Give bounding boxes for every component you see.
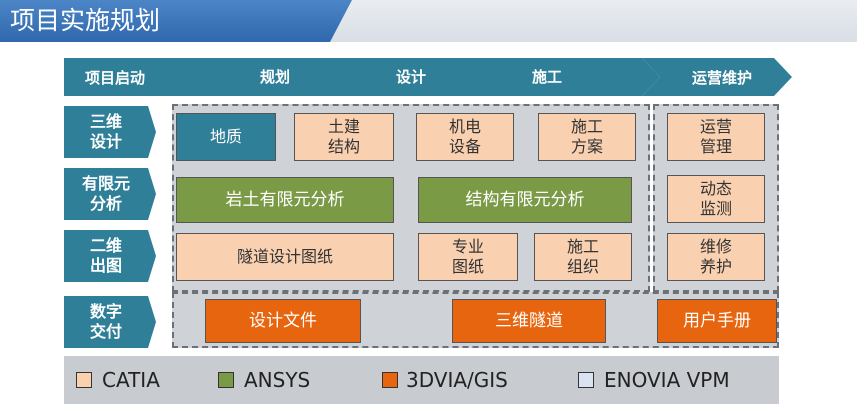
box-label: 方案 (570, 137, 603, 156)
phase-project-start-label: 项目启动 (84, 68, 145, 87)
box-label: 设备 (448, 137, 481, 156)
box-label: 维修 (699, 237, 732, 256)
box-label: 施工 (566, 237, 599, 256)
box-maintenance: 维修养护 (667, 233, 765, 281)
phase-design-label: 设计 (396, 68, 427, 86)
row-label-line: 二维 (89, 236, 122, 255)
box-construction-plan: 施工方案 (538, 113, 636, 161)
box-label: 结构有限元分析 (465, 190, 585, 210)
box-label: 三维隧道 (495, 311, 563, 331)
legend-swatch-catia (76, 372, 92, 388)
box-geotechnical-fea: 岩土有限元分析 (176, 177, 394, 223)
box-construction-organization: 施工组织 (534, 233, 632, 281)
legend-label-catia: CATIA (102, 368, 160, 392)
box-label: 运营 (699, 117, 732, 136)
phase-construction-label: 施工 (532, 68, 563, 86)
phase-plan-label: 规划 (260, 68, 291, 86)
row-label-line: 交付 (89, 322, 122, 341)
box-label: 管理 (699, 137, 732, 156)
box-label: 隧道设计图纸 (236, 247, 333, 266)
box-geology: 地质 (176, 113, 276, 161)
box-structural-fea: 结构有限元分析 (418, 177, 632, 223)
legend (64, 356, 779, 404)
legend-swatch-ansys (218, 372, 234, 388)
box-label: 图纸 (451, 257, 484, 276)
box-mep-equipment: 机电设备 (416, 113, 514, 161)
box-special-drawings: 专业图纸 (418, 233, 518, 281)
box-user-manual: 用户手册 (657, 299, 777, 343)
box-label: 养护 (699, 257, 732, 276)
legend-swatch-3dvia-gis (382, 372, 398, 388)
box-label: 设计文件 (249, 311, 317, 331)
row-label-line: 三维 (89, 112, 122, 131)
box-civil-structure: 土建结构 (294, 113, 394, 161)
box-label: 结构 (327, 137, 360, 156)
box-label: 土建 (327, 117, 360, 136)
row-label-line: 设计 (89, 132, 122, 151)
phase-operation-label: 运营维护 (691, 68, 752, 87)
legend-swatch-enovia-vpm (578, 372, 594, 388)
row-label-fea: 有限元分析 (64, 168, 156, 220)
box-label: 监测 (699, 199, 732, 218)
row-label-line: 数字 (89, 302, 122, 321)
row-label-digital-delivery: 数字交付 (64, 296, 156, 348)
box-label: 专业 (451, 237, 484, 256)
box-label: 组织 (566, 257, 599, 276)
row-label-line: 分析 (89, 194, 122, 213)
box-label: 地质 (209, 127, 242, 146)
box-operation-management: 运营管理 (667, 113, 765, 161)
phase-project-start: 项目启动 (64, 58, 186, 96)
legend-label-enovia-vpm: ENOVIA VPM (604, 368, 730, 392)
row-label-2d-drawings: 二维出图 (64, 230, 156, 282)
box-tunnel-design-drawings: 隧道设计图纸 (176, 233, 394, 281)
phase-operation: 运营维护 (642, 58, 792, 96)
box-label: 动态 (699, 179, 732, 198)
box-label: 机电 (448, 117, 481, 136)
box-label: 施工 (570, 117, 603, 136)
phase-main-bar: 规划 设计 施工 (168, 58, 660, 96)
box-dynamic-monitoring: 动态监测 (667, 175, 765, 223)
row-label-3d-design: 三维设计 (64, 106, 156, 158)
legend-label-3dvia-gis: 3DVIA/GIS (406, 368, 508, 392)
box-3d-tunnel: 三维隧道 (452, 299, 606, 343)
page-title: 项目实施规划 (10, 6, 161, 35)
box-label: 用户手册 (683, 311, 751, 331)
row-label-line: 出图 (89, 256, 122, 275)
legend-label-ansys: ANSYS (244, 368, 311, 392)
box-design-documents: 设计文件 (205, 299, 361, 343)
title-banner-accent (0, 0, 352, 42)
box-label: 岩土有限元分析 (225, 190, 345, 210)
row-label-line: 有限元 (81, 174, 130, 193)
